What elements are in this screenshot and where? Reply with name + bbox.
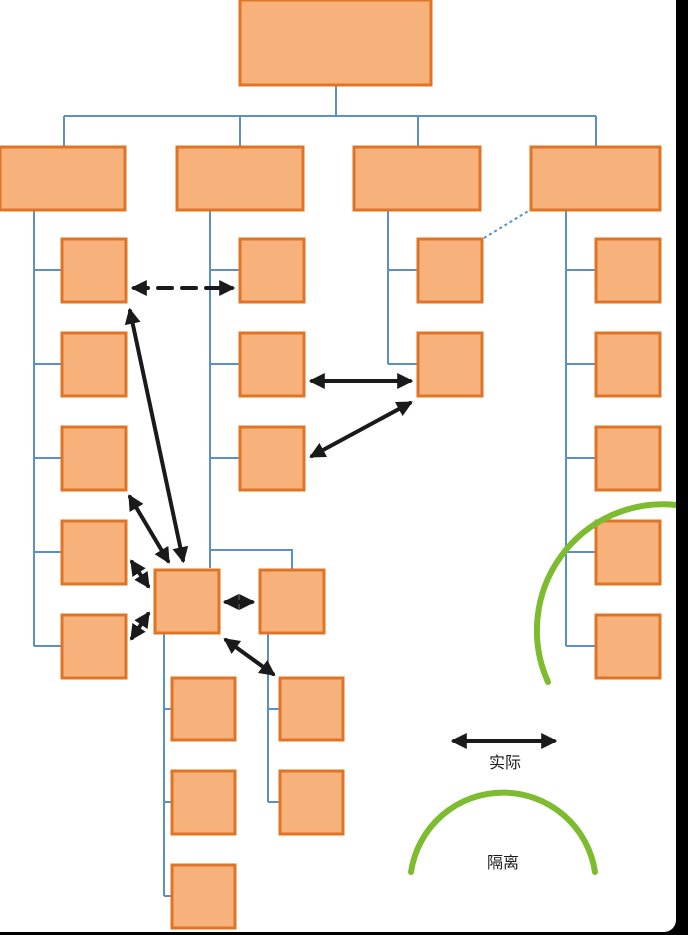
legend: 实际 隔离 — [408, 733, 598, 875]
arrow-m1r1-hub — [124, 307, 189, 564]
arrow-m2r3-m3r2 — [309, 401, 413, 458]
isolation-arc — [533, 501, 676, 685]
manager-box-3 — [352, 145, 482, 212]
m4-report-box-3 — [594, 425, 662, 492]
arrow-m1r3-hub — [128, 494, 170, 564]
arrow-m1r4-hub — [130, 559, 150, 589]
legend-actual-label: 实际 — [489, 753, 521, 772]
m3-report-box-1 — [416, 237, 484, 304]
m1-report-box-5 — [60, 613, 128, 680]
m1-report-box-2 — [60, 331, 128, 398]
legend-isolation-arc — [408, 789, 598, 875]
manager-box-2 — [175, 145, 305, 212]
hub-sub-box-2 — [170, 769, 237, 836]
m4-report-box-4 — [594, 519, 662, 586]
reporting-lines — [33, 85, 597, 897]
m4-report-box-1 — [594, 237, 662, 304]
top-executive-box — [238, 0, 433, 87]
peer-sub-box-2 — [278, 769, 345, 836]
m2-report-box-3 — [238, 425, 306, 492]
hub-sub-box-3 — [170, 863, 237, 930]
arrow-hub-peersub1 — [223, 638, 276, 676]
m1-report-box-1 — [60, 237, 128, 304]
manager-box-1 — [0, 145, 127, 212]
m2-report-box-1 — [238, 237, 306, 304]
m4-report-box-2 — [594, 331, 662, 398]
manager-box-4 — [529, 145, 662, 212]
m1-report-box-4 — [60, 519, 128, 586]
m3-report-box-2 — [416, 331, 484, 398]
arrow-m1r5-hub — [130, 611, 150, 641]
org-diagram-sheet: 实际 隔离 — [0, 0, 676, 932]
m4-report-box-5 — [594, 613, 662, 680]
org-chart-diagram: 实际 隔离 — [0, 0, 676, 930]
peer-sub-box-1 — [278, 676, 345, 742]
m1-report-box-3 — [60, 425, 128, 492]
hub-peer-box — [258, 568, 326, 635]
m2-report-box-2 — [238, 331, 306, 398]
hub-sub-box-1 — [170, 676, 237, 742]
legend-isolation-label: 隔离 — [487, 853, 519, 872]
hub-box — [153, 568, 221, 635]
